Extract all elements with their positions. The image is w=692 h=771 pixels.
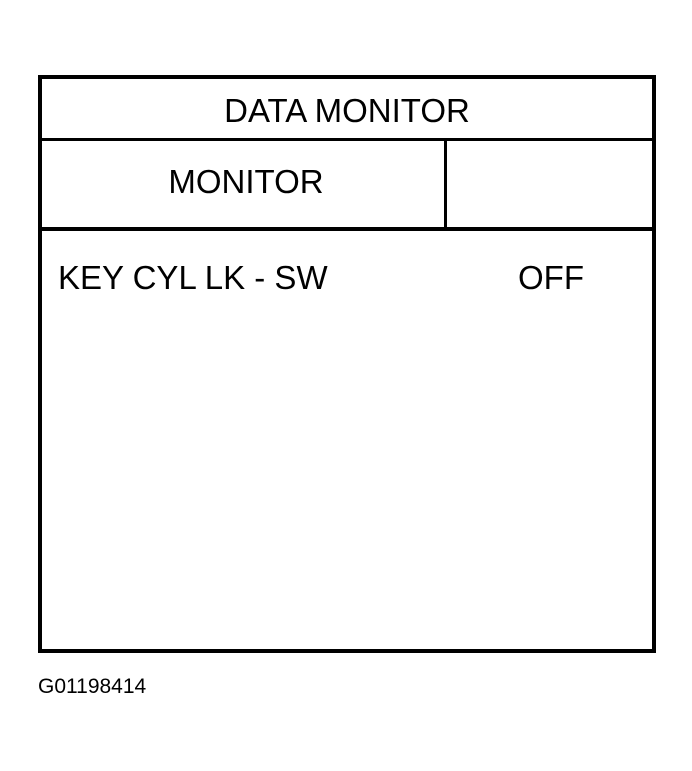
column-header-value <box>447 141 652 227</box>
screen-title: DATA MONITOR <box>224 91 470 129</box>
column-header-monitor: MONITOR <box>42 141 447 227</box>
screen-title-bar: DATA MONITOR <box>42 79 652 141</box>
monitor-item-row: KEY CYL LK - SW OFF <box>42 259 652 303</box>
monitor-item-list: KEY CYL LK - SW OFF <box>42 231 652 649</box>
monitor-item-value: OFF <box>518 259 584 296</box>
monitor-item-name: KEY CYL LK - SW <box>58 259 328 296</box>
data-monitor-screen: DATA MONITOR MONITOR KEY CYL LK - SW OFF <box>38 75 656 653</box>
column-header-monitor-label: MONITOR <box>168 163 324 200</box>
column-header-row: MONITOR <box>42 141 652 231</box>
figure-code: G01198414 <box>38 675 147 698</box>
